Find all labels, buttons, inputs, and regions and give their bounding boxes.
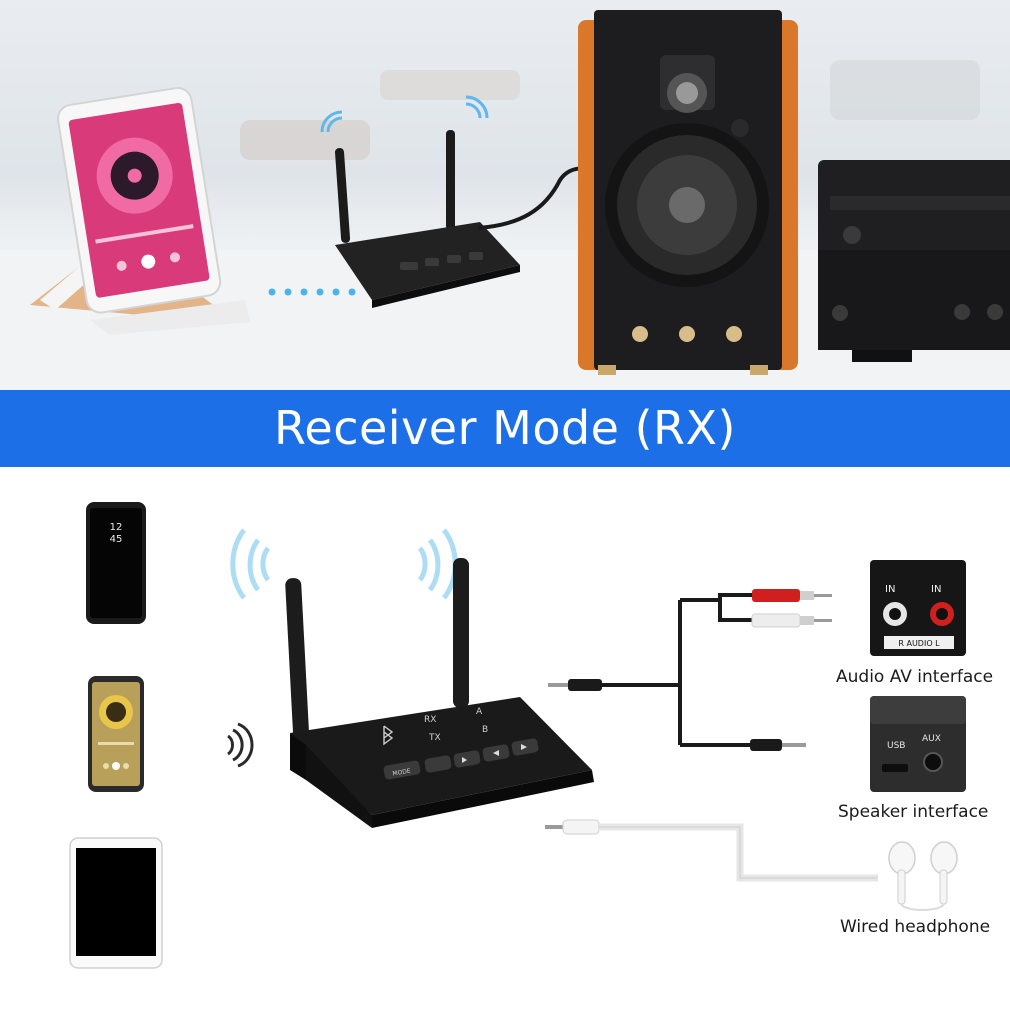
connection-diagram: 12 45 bbox=[69, 502, 968, 969]
label-speaker-interface: Speaker interface bbox=[838, 802, 989, 822]
av-interface-panel: IN IN R AUDIO L bbox=[870, 560, 966, 656]
device-label-b: B bbox=[482, 725, 488, 735]
speaker-usb-label: USB bbox=[887, 741, 905, 751]
label-wired-headphone: Wired headphone bbox=[840, 917, 991, 937]
top-scene-drawing bbox=[0, 10, 1010, 390]
headphone-cable bbox=[545, 819, 880, 882]
signal-dots bbox=[268, 288, 356, 296]
smartphone-gold bbox=[88, 676, 144, 792]
av-in-left-label: IN bbox=[885, 584, 895, 595]
bluetooth-icon bbox=[383, 725, 394, 746]
aux-to-rca-cable bbox=[548, 589, 832, 751]
earphones bbox=[878, 838, 968, 914]
wireless-signal-icon bbox=[227, 722, 254, 768]
device-mode-button-label: MODE bbox=[392, 768, 411, 778]
device-label-tx: TX bbox=[428, 733, 441, 743]
phone-on-stand bbox=[57, 87, 222, 314]
av-receiver-amplifier bbox=[818, 160, 1010, 362]
wifi-signal-icon bbox=[230, 528, 458, 600]
phone-clock-minute: 45 bbox=[110, 534, 123, 545]
bookshelf-speaker bbox=[578, 10, 798, 375]
play-pause-icon bbox=[462, 757, 467, 763]
receiver-device: RX TX A B MODE bbox=[285, 558, 594, 828]
av-audio-caption: R AUDIO L bbox=[898, 639, 940, 648]
device-label-rx: RX bbox=[424, 715, 436, 725]
tablet bbox=[69, 837, 163, 969]
speaker-interface-panel: USB AUX bbox=[870, 696, 966, 792]
prev-icon bbox=[493, 750, 499, 756]
device-label-a: A bbox=[476, 707, 483, 717]
top-scene-photo bbox=[0, 0, 1010, 390]
smartphone-black: 12 45 bbox=[86, 502, 146, 624]
banner-title: Receiver Mode (RX) bbox=[274, 401, 736, 455]
wifi-signal-icon bbox=[320, 95, 489, 133]
phone-clock-hour: 12 bbox=[110, 522, 123, 533]
av-in-right-label: IN bbox=[931, 584, 941, 595]
label-audio-av-interface: Audio AV interface bbox=[836, 667, 994, 687]
mode-banner bbox=[0, 390, 1010, 467]
next-icon bbox=[521, 744, 527, 750]
speaker-aux-label: AUX bbox=[922, 734, 941, 744]
receiver-device-small bbox=[335, 130, 520, 308]
